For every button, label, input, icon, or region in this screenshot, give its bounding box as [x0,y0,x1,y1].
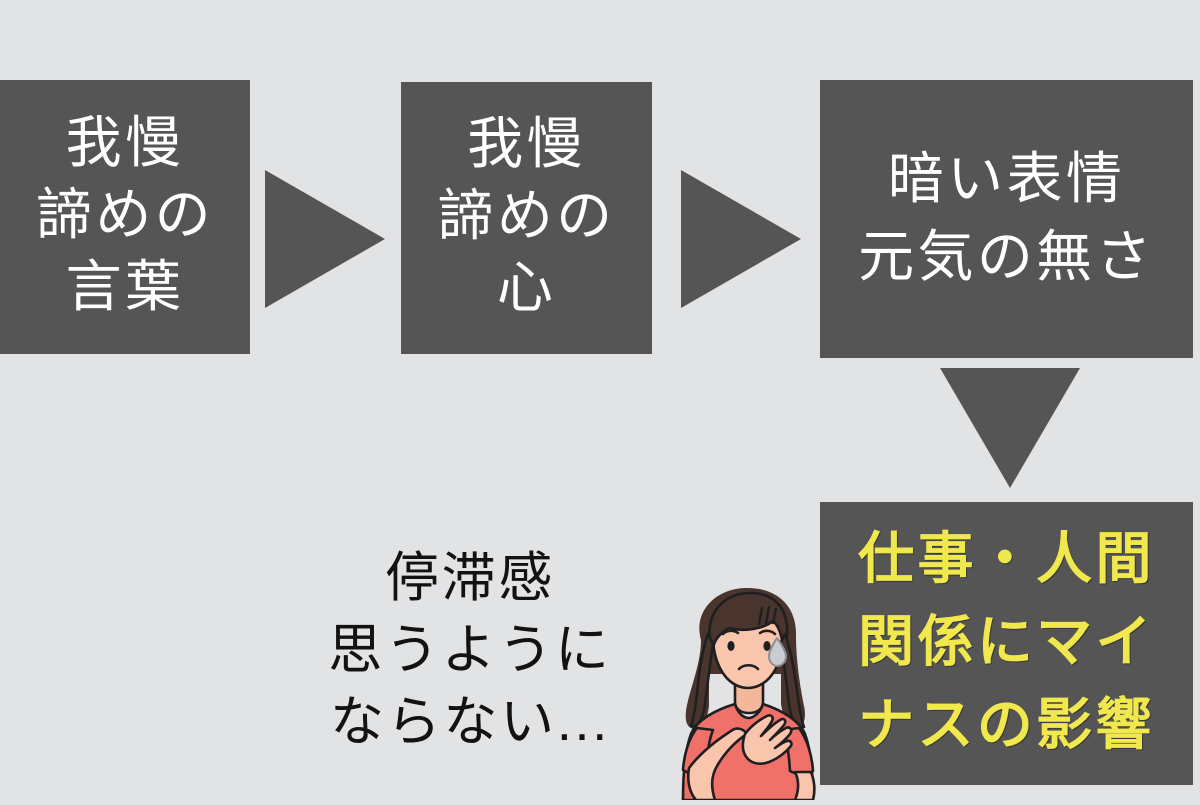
flow-step-3-line-1: 暗い表情 [887,148,1126,211]
stress-line-2 [764,605,771,625]
sweat-drop-icon [768,637,787,667]
outcome-box: 仕事・人間 関係にマイ ナスの影響 [820,502,1193,785]
caption-line-1: 停滞感 [384,548,556,608]
outcome-line-3: ナスの影響 [858,694,1155,757]
eye-left [727,641,735,651]
stress-line-3 [771,607,778,625]
flow-step-1-line-3: 言葉 [65,256,185,319]
flow-step-2-line-2: 諦めの [437,186,616,249]
caption-block: 停滞感 思うように ならない... [275,543,665,758]
stress-line-1 [757,606,764,626]
arrow-right-icon-2 [681,170,801,308]
eye-right [763,641,771,651]
arrow-right-icon-1 [265,170,385,308]
flow-step-box-2: 我慢 諦めの 心 [401,82,652,354]
flow-step-2-line-1: 我慢 [467,114,586,177]
eyebrow-right [758,629,777,636]
caption-line-2: 思うように [328,619,612,680]
hair-side-left [689,632,715,728]
arm-left [686,727,749,802]
flow-step-2-line-3: 心 [496,257,557,320]
flow-step-1-line-2: 諦めの [35,185,215,248]
outcome-line-1: 仕事・人間 [858,529,1155,592]
flow-step-box-3: 暗い表情 元気の無さ [820,80,1193,358]
arrow-down-icon [940,368,1080,488]
mouth [737,663,760,671]
flow-step-3-line-2: 元気の無さ [858,227,1155,289]
hand-on-chest [741,714,793,765]
caption-line-3: ならない... [330,691,610,752]
outcome-line-2: 関係にマイ [858,612,1155,675]
flow-step-box-1: 我慢 諦めの 言葉 [0,80,250,354]
flow-step-1-line-1: 我慢 [65,113,185,176]
eyebrow-left [721,629,740,636]
arm-right [793,770,816,802]
worried-woman-illustration [663,578,843,802]
